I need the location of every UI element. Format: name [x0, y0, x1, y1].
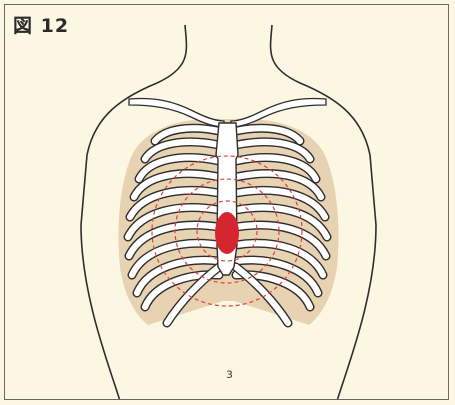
figure-number: 図 12 [13, 11, 69, 38]
chest-anatomy-illustration [5, 5, 449, 400]
figure-panel: 図 12 ɜ [4, 4, 449, 400]
page-mark: ɜ [226, 367, 233, 382]
compression-point-marker [215, 212, 239, 254]
